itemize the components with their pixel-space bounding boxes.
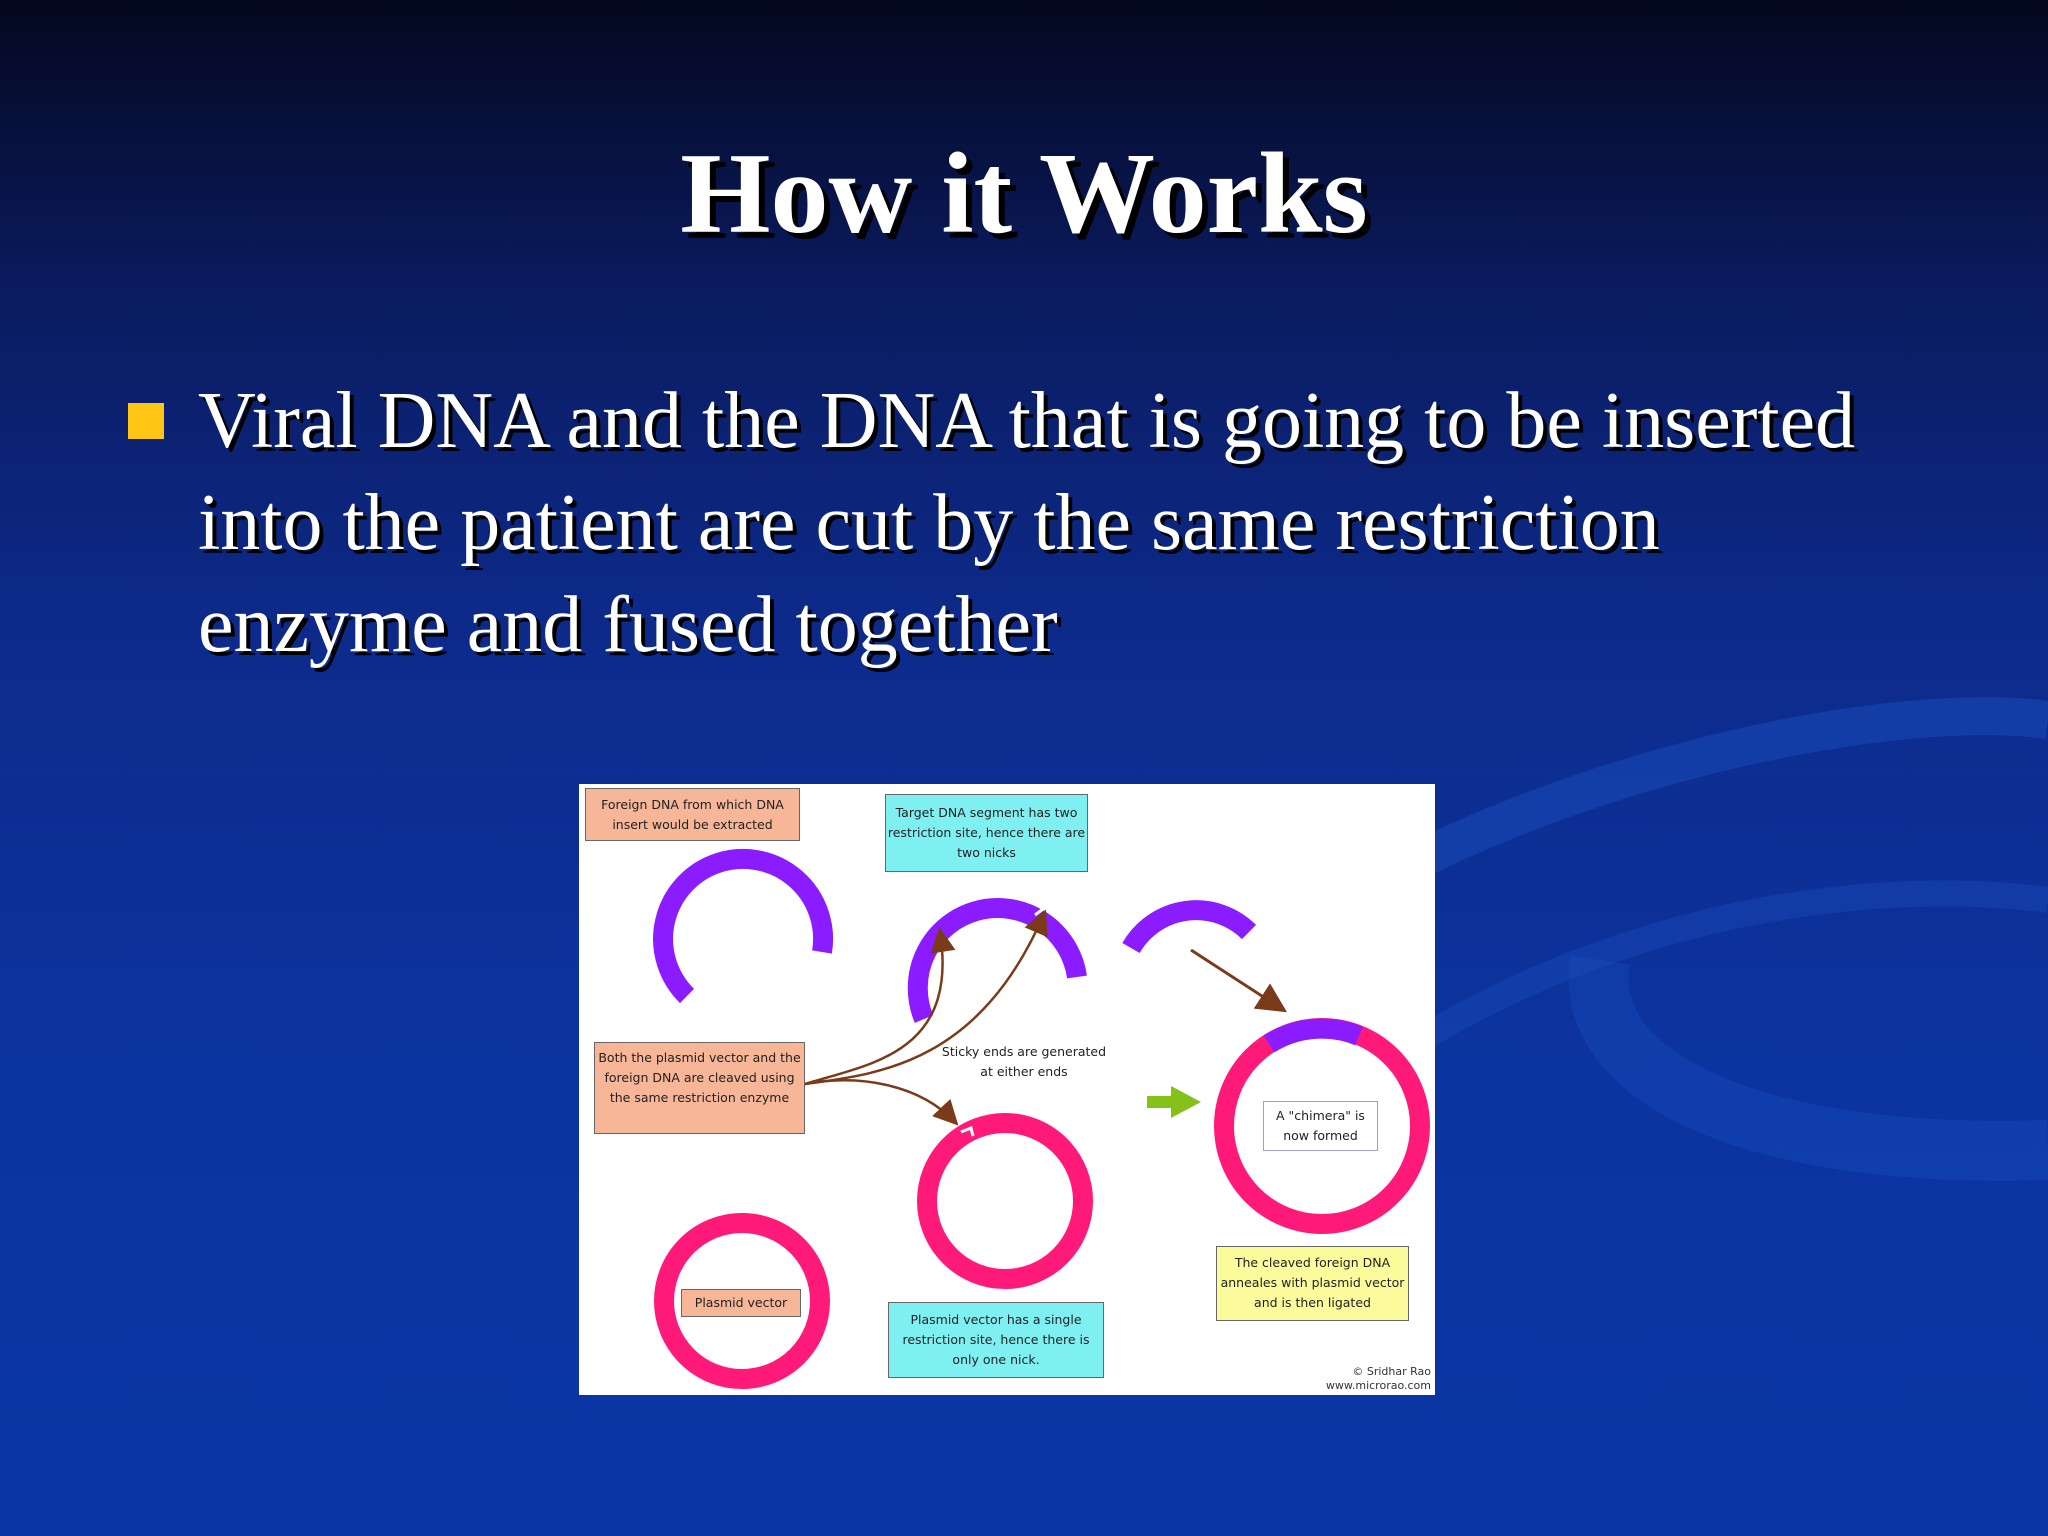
green-arrow-icon	[1147, 1086, 1201, 1118]
plasmid-nick	[960, 1125, 975, 1137]
arrow-to-plasmid-nick	[804, 1079, 959, 1126]
label-anneals: The cleaved foreign DNA anneales with pl…	[1216, 1246, 1409, 1321]
plasmid-vector-circle	[654, 1213, 830, 1389]
slide-title: How it Works	[680, 130, 1368, 258]
square-bullet-icon	[128, 403, 164, 439]
arrow-to-left-nick	[804, 927, 956, 1086]
target-dna-arc	[907, 898, 1087, 1023]
label-chimera: A "chimera" is now formed	[1263, 1101, 1378, 1151]
diagram-credit: © Sridhar Rao www.microrao.com	[1326, 1365, 1431, 1393]
credit-name: © Sridhar Rao	[1352, 1365, 1431, 1378]
excised-fragment	[1122, 900, 1257, 954]
nick-left	[923, 907, 942, 919]
label-target-segment: Target DNA segment has two restriction s…	[885, 794, 1088, 872]
diagram-drawing	[653, 848, 1430, 1389]
arrow-to-chimera	[1190, 948, 1288, 1013]
bullet-text: Viral DNA and the DNA that is going to b…	[198, 377, 1856, 669]
cut-plasmid-circle	[917, 1113, 1093, 1289]
label-both-cleaved: Both the plasmid vector and the foreign …	[594, 1042, 805, 1134]
credit-url: www.microrao.com	[1325, 1379, 1431, 1392]
chimera-insert	[1263, 1018, 1363, 1053]
label-sticky-ends: Sticky ends are generated at either ends	[941, 1044, 1107, 1079]
label-single-site: Plasmid vector has a single restriction …	[888, 1302, 1104, 1378]
label-plasmid-vector: Plasmid vector	[681, 1289, 801, 1317]
label-foreign-dna: Foreign DNA from which DNA insert would …	[585, 788, 800, 841]
foreign-dna-arc	[653, 848, 834, 1004]
recombinant-dna-diagram: Foreign DNA from which DNA insert would …	[579, 784, 1435, 1395]
